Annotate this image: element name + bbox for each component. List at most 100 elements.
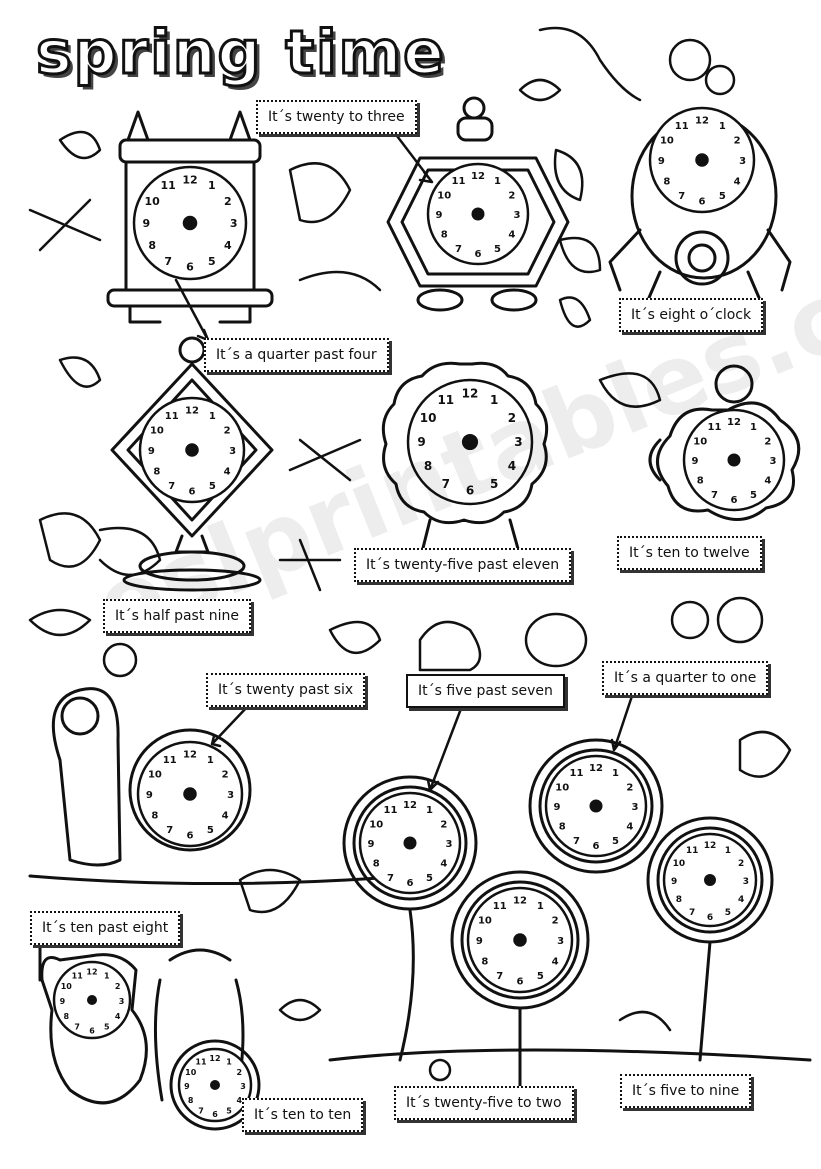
clock-number: 5 <box>490 477 498 491</box>
clock-number: 4 <box>224 239 232 252</box>
clock-number: 4 <box>508 230 515 241</box>
clock-number: 8 <box>148 239 156 252</box>
clock-number: 10 <box>150 426 164 437</box>
clock-number: 11 <box>675 121 689 132</box>
clock-number: 1 <box>208 179 216 192</box>
clock-number: 5 <box>725 908 731 918</box>
clock-number: 4 <box>738 895 744 905</box>
clock-number: 7 <box>164 255 172 268</box>
clock-number: 11 <box>437 393 454 407</box>
page-title: spring time <box>35 17 446 90</box>
clock-centre-dot <box>403 836 417 850</box>
clock-number: 9 <box>60 997 66 1006</box>
clock-number: 2 <box>552 916 559 927</box>
hexagon-clock-illustration <box>386 96 570 312</box>
clock-number: 1 <box>494 176 501 187</box>
clock-number: 9 <box>368 839 375 850</box>
clock-number: 10 <box>555 783 569 794</box>
flower-clock-illustration <box>648 364 801 521</box>
clock-number: 4 <box>224 466 231 477</box>
clock-number: 2 <box>224 426 231 437</box>
clock-number: 12 <box>589 763 603 774</box>
clock-number: 5 <box>537 971 544 982</box>
clock-number: 6 <box>466 483 474 497</box>
clock-number: 8 <box>373 859 380 870</box>
clock-number: 6 <box>731 495 738 506</box>
clock-number: 7 <box>711 490 718 501</box>
clock-number: 8 <box>64 1012 70 1021</box>
clock-number: 6 <box>699 197 706 208</box>
clock-number: 2 <box>222 770 229 781</box>
clock-number: 9 <box>476 936 483 947</box>
clock-number: 1 <box>750 422 757 433</box>
clock-number: 9 <box>417 435 425 449</box>
clock-centre-dot <box>87 995 97 1005</box>
clock-number: 6 <box>212 1110 218 1119</box>
clock-number: 7 <box>387 873 394 884</box>
clock-centre-dot <box>695 153 709 167</box>
clock-number: 7 <box>455 244 462 255</box>
clock-number: 10 <box>437 191 451 202</box>
clock-number: 8 <box>424 459 432 473</box>
clock-number: 6 <box>407 878 414 889</box>
clock-number: 9 <box>146 790 153 801</box>
clock-number: 10 <box>61 982 73 991</box>
clock-number: 6 <box>189 487 196 498</box>
clock-number: 3 <box>770 456 777 467</box>
clock-number: 4 <box>115 1012 121 1021</box>
clock-number: 9 <box>436 210 443 221</box>
clock-number: 1 <box>104 971 110 980</box>
clock-number: 7 <box>74 1023 80 1032</box>
clock-number: 10 <box>369 820 383 831</box>
label-twenty-past-six: It´s twenty past six <box>206 673 366 707</box>
clock-number: 9 <box>554 802 561 813</box>
clock-number: 6 <box>186 261 194 274</box>
label-twenty-five-to-two: It´s twenty-five to two <box>394 1086 574 1120</box>
clock-number: 1 <box>207 755 214 766</box>
clock-number: 4 <box>764 476 771 487</box>
clock-number: 7 <box>198 1106 204 1115</box>
clock-number: 8 <box>697 476 704 487</box>
clock-number: 12 <box>727 417 741 428</box>
clock-number: 12 <box>185 405 199 416</box>
clock-number: 12 <box>182 173 197 186</box>
clock-number: 11 <box>452 176 466 187</box>
label-ten-to-twelve: It´s ten to twelve <box>617 536 762 570</box>
clock-number: 10 <box>673 859 686 869</box>
clock-number: 7 <box>496 971 503 982</box>
clock-number: 1 <box>725 846 731 856</box>
clock-number: 5 <box>207 825 214 836</box>
clock-number: 10 <box>660 136 674 147</box>
clock-number: 11 <box>384 805 398 816</box>
clock-number: 1 <box>719 121 726 132</box>
clock-number: 8 <box>663 176 670 187</box>
clock-centre-dot <box>461 433 479 451</box>
clock-number: 11 <box>686 846 699 856</box>
clock-number: 3 <box>240 1082 246 1091</box>
clock-number: 5 <box>719 191 726 202</box>
clock-number: 8 <box>481 956 488 967</box>
clock-number: 3 <box>743 877 749 887</box>
clock-number: 10 <box>693 437 707 448</box>
clock-number: 4 <box>734 176 741 187</box>
clock-number: 1 <box>426 805 433 816</box>
clock-number: 4 <box>222 810 229 821</box>
label-twenty-five-past-eleven: It´s twenty-five past eleven <box>354 548 572 582</box>
label-ten-past-eight: It´s ten past eight <box>30 911 181 945</box>
clock-number: 4 <box>237 1096 243 1105</box>
label-five-to-nine: It´s five to nine <box>620 1074 752 1108</box>
clock-number: 7 <box>689 908 695 918</box>
clock-number: 3 <box>514 210 521 221</box>
clock-number: 4 <box>440 859 447 870</box>
clock-number: 2 <box>224 195 232 208</box>
clock-number: 8 <box>676 895 682 905</box>
clock-number: 4 <box>552 956 559 967</box>
clock-number: 3 <box>557 936 564 947</box>
clock-number: 5 <box>426 873 433 884</box>
clock-number: 4 <box>626 822 633 833</box>
